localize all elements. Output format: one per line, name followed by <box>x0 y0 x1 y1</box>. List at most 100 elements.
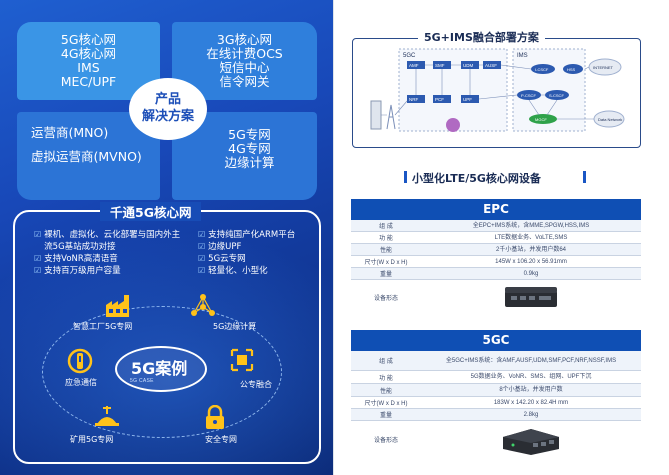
check-icon: ☑ <box>198 230 206 239</box>
feature-item: ☑支持VoNR高清语音 <box>34 253 184 265</box>
lock-icon <box>200 403 230 433</box>
factory-icon <box>103 291 133 321</box>
case-label: 5G边缘计算 <box>213 322 257 331</box>
node-label: HSS <box>567 67 576 72</box>
row-value: 全EPC+IMS系统，含MME,SPGW,HSS,IMS <box>472 222 590 229</box>
row-key: 重量 <box>379 272 392 278</box>
feature-item: ☑5G云专网 <box>198 253 318 265</box>
row-key: 重量 <box>379 413 392 419</box>
row-value: 全5GC+IMS系统：含AMF,AUSF,UDM,SMF,PCF,NRF,NSS… <box>445 357 617 364</box>
group-5gc-label: 5GC <box>403 53 416 59</box>
badge-line: 产品 <box>154 92 181 107</box>
case-ring <box>42 306 282 438</box>
feature-text: 轻量化、小型化 <box>208 266 268 276</box>
core-network-title: 千通5G核心网 <box>100 202 202 221</box>
ims-diagram: 5GC IMS AMF SMF UDM AUSF NRF PCF UPF P-C… <box>370 48 625 132</box>
quad-3g-core: 3G核心网 在线计费OCS 短信中心 信令网关 <box>172 22 317 100</box>
public-private-icon <box>227 345 257 375</box>
row-key: 性能 <box>379 248 392 254</box>
quad-private-network: 5G专网 4G专网 边缘计算 <box>172 112 317 200</box>
row-value: 2.8kg <box>523 411 539 418</box>
fivegc-title: 5GC <box>351 330 641 351</box>
node-label: AUSF <box>485 63 497 68</box>
node-box <box>433 61 451 69</box>
epc-device-image <box>505 287 557 307</box>
features-right: ☑支持纯国产化ARM平台 ☑边缘UPF ☑5G云专网 ☑轻量化、小型化 <box>198 229 318 277</box>
node-box <box>461 95 479 103</box>
quad-line: 3G核心网 <box>216 32 273 47</box>
quad-line: 信令网关 <box>219 74 270 89</box>
row-key: 尺寸(W x D x H) <box>364 260 408 266</box>
row-key: 尺寸(W x D x H) <box>364 401 408 407</box>
feature-text: 边缘UPF <box>208 242 242 252</box>
node-label: PCF <box>435 97 444 102</box>
ims-node <box>529 114 557 124</box>
table-row: 重量 2.8kg <box>351 409 641 421</box>
ims-node <box>517 90 541 100</box>
features-left: ☑裸机、虚拟化、云化部署与国内外主流5G基站成功对接 ☑支持VoNR高清语音 ☑… <box>34 229 184 277</box>
node-label: NRF <box>409 97 418 102</box>
node-label: UDM <box>463 63 473 68</box>
row-value <box>421 421 641 457</box>
network-nodes-icon <box>188 291 218 321</box>
node-label: MGCF <box>535 117 547 122</box>
feature-item: ☑支持百万级用户容量 <box>34 265 184 277</box>
node-box <box>461 61 479 69</box>
node-box <box>407 95 425 103</box>
ims-node <box>531 64 555 74</box>
row-value <box>421 280 641 314</box>
table-row: 重量 0.9kg <box>351 268 641 280</box>
row-value: 0.9kg <box>523 270 539 277</box>
quad-line: 5G专网 <box>228 127 271 142</box>
cloud-label: Data Network <box>598 117 622 122</box>
row-value: 8个小基站，并发用户数 <box>499 387 563 393</box>
row-key: 组 成 <box>379 359 393 365</box>
device-icon <box>446 118 460 132</box>
node-label: UPF <box>463 97 472 102</box>
section-bar-right <box>583 171 586 183</box>
feature-item: ☑边缘UPF <box>198 241 318 253</box>
feature-item: ☑支持纯国产化ARM平台 <box>198 229 318 241</box>
ims-node <box>563 64 583 74</box>
quad-line: 5G核心网 <box>60 32 117 47</box>
row-value: 5G数据业务、VoNR、SMS、组网、UPF下沉 <box>470 374 592 380</box>
ims-node <box>545 90 569 100</box>
check-icon: ☑ <box>34 230 42 239</box>
node-label: P-CSCF <box>521 93 536 98</box>
ims-diagram-frame: 5GC IMS AMF SMF UDM AUSF NRF PCF UPF P-C… <box>352 38 641 148</box>
feature-item: ☑裸机、虚拟化、云化部署与国内外主流5G基站成功对接 <box>34 229 184 253</box>
case-title: 5G案例 <box>131 359 188 378</box>
group-ims-label: IMS <box>517 53 528 59</box>
case-label: 矿用5G专网 <box>70 435 114 444</box>
row-key: 组 成 <box>379 224 393 230</box>
feature-text: 5G云专网 <box>208 254 246 264</box>
table-row: 尺寸(W x D x H) 183W x 142.20 x 82.4H mm <box>351 397 641 409</box>
check-icon: ☑ <box>34 266 42 275</box>
feature-text: 支持纯国产化ARM平台 <box>208 230 296 240</box>
row-key: 性能 <box>379 388 392 395</box>
node-label: AMF <box>409 63 419 68</box>
quad-line: IMS <box>77 60 100 75</box>
quad-line: 边缘计算 <box>224 155 275 170</box>
section-bar-left <box>404 171 407 183</box>
check-icon: ☑ <box>34 254 42 263</box>
case-bubble <box>115 346 207 392</box>
case-label: 智慧工厂5G专网 <box>73 322 133 331</box>
check-icon: ☑ <box>198 242 206 251</box>
row-value: 145W x 106.20 x 56.91mm <box>495 258 567 265</box>
row-value: 183W x 142.20 x 82.4H mm <box>493 399 569 406</box>
node-box <box>407 61 425 69</box>
case-label: 安全专网 <box>205 435 237 444</box>
row-key: 功 能 <box>379 236 393 242</box>
case-label: 应急通信 <box>65 378 97 387</box>
check-icon: ☑ <box>198 254 206 263</box>
node-box <box>433 95 451 103</box>
fivegc-table: 5GC 组 成 全5GC+IMS系统：含AMF,AUSF,UDM,SMF,PCF,… <box>351 330 641 457</box>
cloud-label: INTERNET <box>593 65 614 70</box>
quad-line: 运营商(MNO) <box>31 125 109 140</box>
case-label: 公专融合 <box>240 380 272 389</box>
badge-line: 解决方案 <box>141 109 194 124</box>
